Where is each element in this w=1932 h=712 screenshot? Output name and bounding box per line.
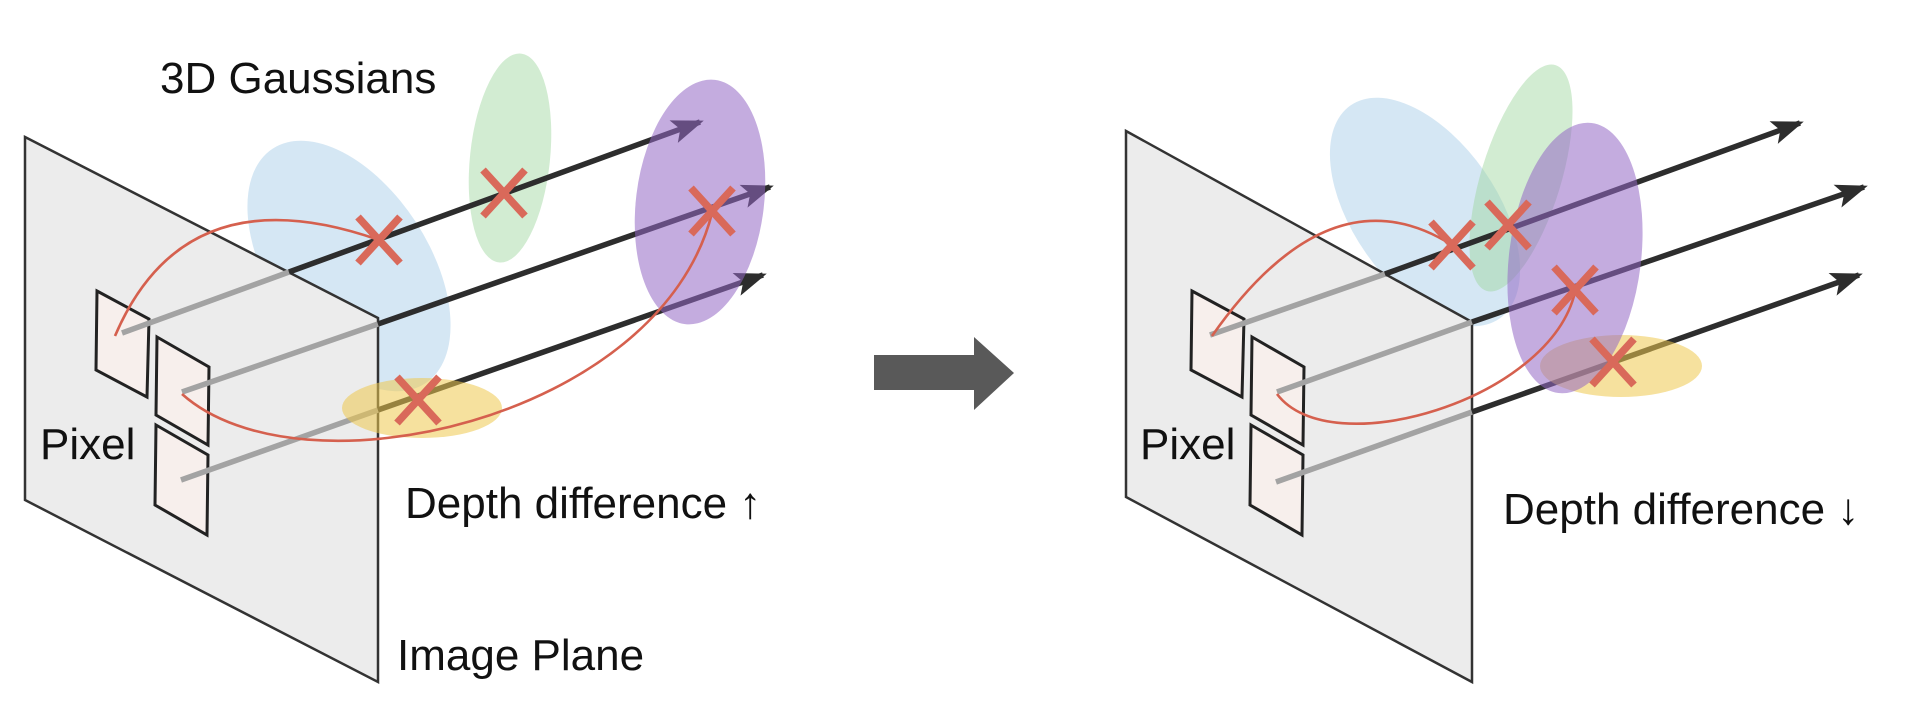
depth-difference-label: Depth difference ↓ (1503, 485, 1859, 534)
pixel-square (1189, 288, 1246, 400)
left-view: 3D Gaussians Pixel Depth difference ↑ Im… (23, 53, 774, 685)
ray-behind-plane (181, 321, 379, 395)
pixel-to-gaussian-curve (1210, 219, 1453, 337)
intersection-x-mark (1589, 336, 1637, 388)
ray-behind-plane (121, 269, 290, 336)
pixel-label: Pixel (1140, 420, 1235, 469)
image-plane-label: Image Plane (397, 631, 644, 680)
intersection-x-mark (480, 167, 528, 219)
gaussian-purple-ellipse (1507, 122, 1643, 394)
gaussians-label: 3D Gaussians (160, 54, 436, 103)
right-view: Pixel Depth difference ↓ (1124, 64, 1868, 685)
intersection-x-mark (394, 374, 442, 426)
ray-behind-plane (1276, 319, 1473, 395)
intersection-x-mark (688, 185, 736, 237)
pixel-to-gaussian-curve (181, 212, 714, 442)
intersection-x-mark (1551, 264, 1599, 316)
pixel-square (94, 288, 151, 400)
gaussian-green-ellipse (468, 53, 552, 263)
pixel-to-gaussian-curve (1275, 291, 1577, 426)
depth-difference-label: Depth difference ↑ (405, 479, 761, 528)
intersection-x-mark (1428, 219, 1476, 271)
intersection-x-mark (1484, 199, 1532, 251)
camera-ray (288, 119, 704, 275)
intersection-x-mark (355, 214, 403, 266)
pixel-to-gaussian-curve (113, 218, 380, 337)
ray-behind-plane (180, 407, 379, 483)
gaussian-blue-ellipse (1329, 97, 1521, 327)
pixel-label: Pixel (40, 420, 135, 469)
ray-behind-plane (1275, 409, 1473, 485)
ray-behind-plane (1209, 271, 1386, 338)
transition-arrow-icon (874, 337, 1014, 410)
